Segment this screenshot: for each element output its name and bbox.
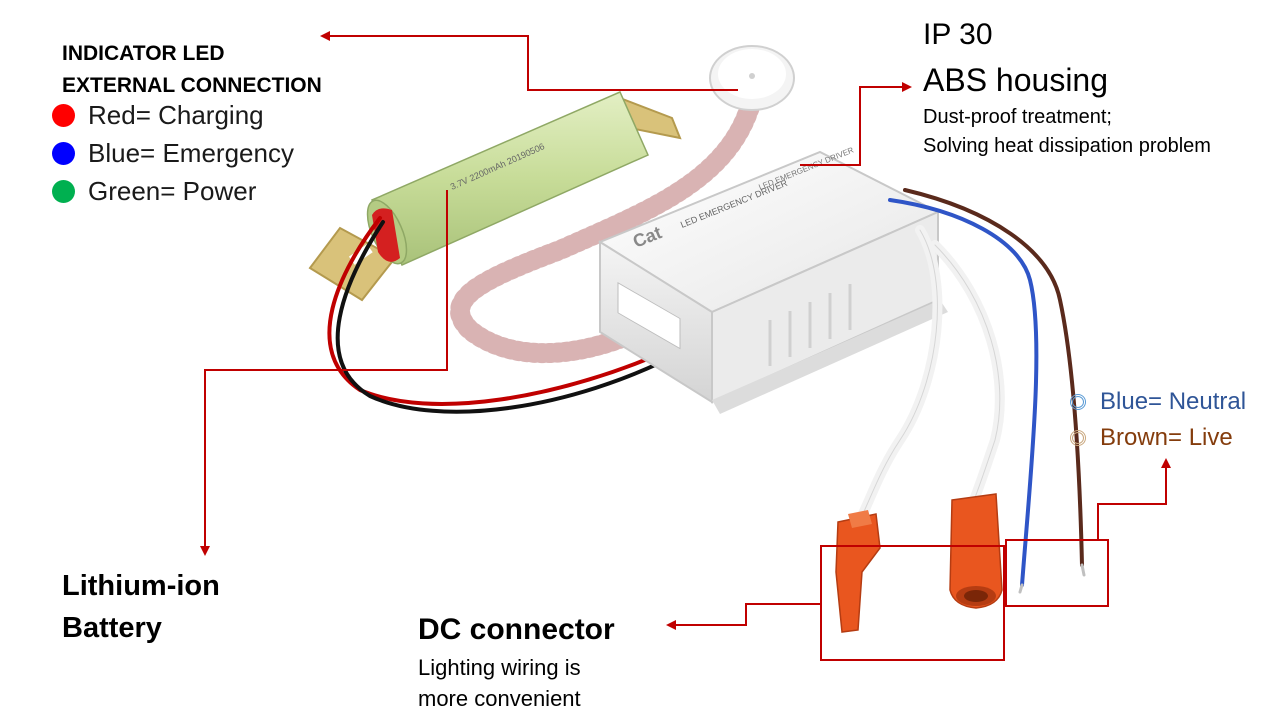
brown-ring-icon <box>1070 430 1086 446</box>
legend-item-red: Red= Charging <box>52 97 264 133</box>
dc-connector-description: Lighting wiring is more convenient <box>418 652 581 714</box>
indicator-heading: INDICATOR LED EXTERNAL CONNECTION <box>62 38 322 102</box>
dc-connector-male <box>835 510 881 633</box>
indicator-heading-line1: INDICATOR LED <box>62 42 225 65</box>
red-dot-icon <box>52 103 75 127</box>
dc-connector-female <box>949 493 1003 609</box>
legend-item-blue: Blue= Emergency <box>52 135 294 171</box>
wire-label-neutral: Blue= Neutral <box>1100 388 1247 415</box>
callout-lines <box>200 31 1171 661</box>
wire-label-live: Brown= Live <box>1100 424 1233 451</box>
wire-legend-neutral: Blue= Neutral <box>1070 385 1246 419</box>
battery-pcb <box>308 96 682 302</box>
blue-dot-icon <box>52 141 75 165</box>
legend-label-green: Green= Power <box>88 175 257 206</box>
wire-legend-live: Brown= Live <box>1070 421 1233 455</box>
green-dot-icon <box>52 179 75 203</box>
battery-label-line2: Battery <box>62 612 162 644</box>
dc-connector-title: DC connector <box>418 613 615 646</box>
legend-label-red: Red= Charging <box>88 99 264 130</box>
housing-title: ABS housing <box>923 62 1109 98</box>
battery-leads <box>327 216 684 414</box>
mains-wires <box>888 188 1086 594</box>
driver-housing: Cat LED EMERGENCY DRIVER LED EMERGENCY D… <box>597 145 948 414</box>
ip-rating: IP 30 <box>923 18 993 51</box>
dc-desc-line1: Lighting wiring is <box>418 655 581 680</box>
legend-item-green: Green= Power <box>52 173 256 209</box>
housing-description: Dust-proof treatment; Solving heat dissi… <box>923 103 1211 161</box>
battery-label-line1: Lithium-ion <box>62 570 220 602</box>
dc-desc-line2: more convenient <box>418 686 581 711</box>
dc-cables <box>855 225 1005 525</box>
indicator-heading-line2: EXTERNAL CONNECTION <box>62 74 322 97</box>
ribbon-cable <box>450 90 762 364</box>
blue-ring-icon <box>1070 394 1086 410</box>
housing-desc-line2: Solving heat dissipation problem <box>923 135 1211 157</box>
battery-label: Lithium-ion Battery <box>62 565 220 649</box>
indicator-led-disc <box>709 45 795 111</box>
housing-desc-line1: Dust-proof treatment; <box>923 106 1112 128</box>
legend-label-blue: Blue= Emergency <box>88 137 294 168</box>
